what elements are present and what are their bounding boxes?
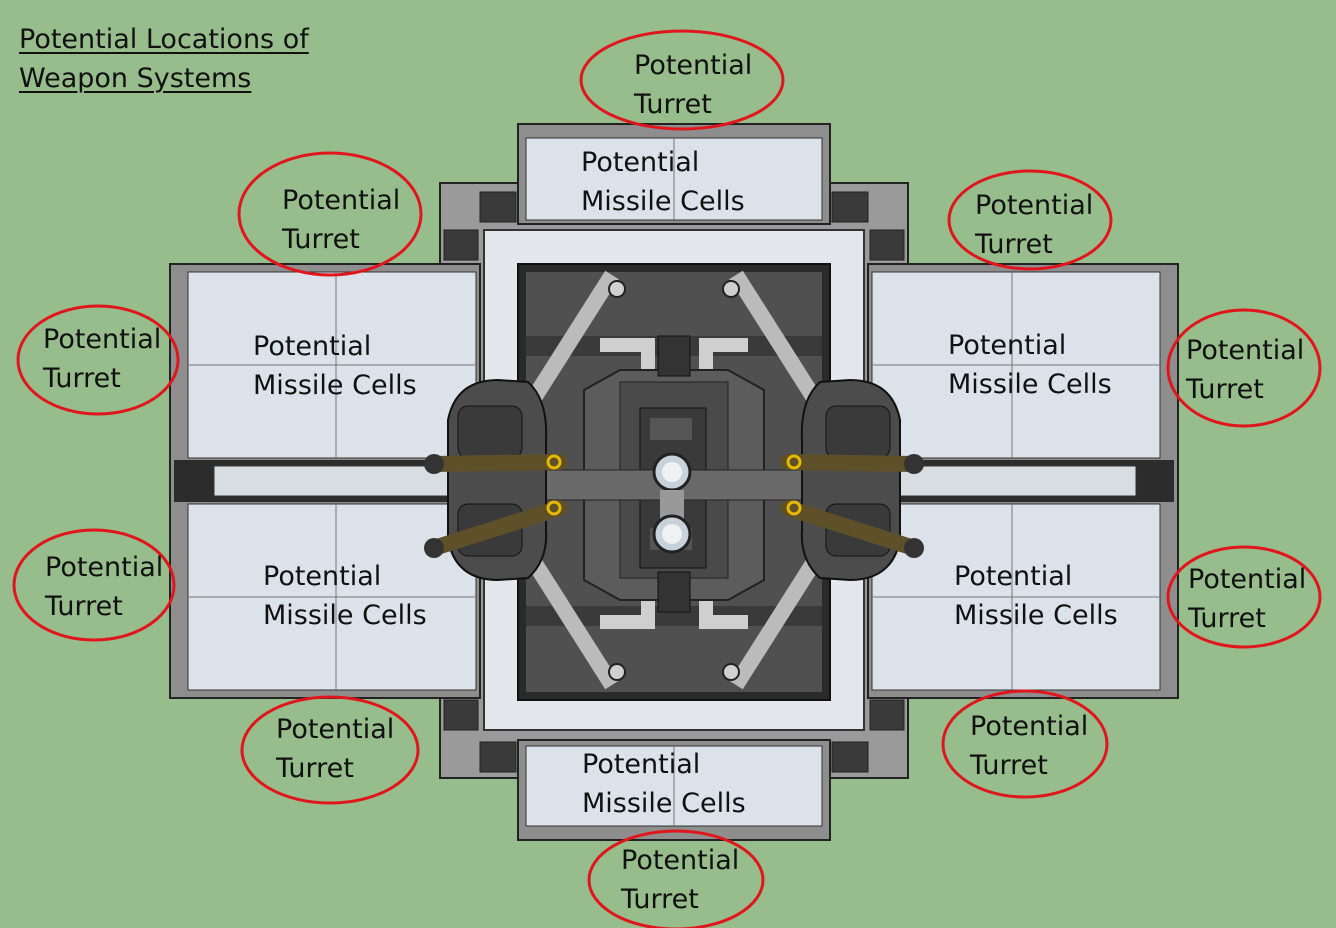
turret-marker-left-upper (16, 304, 180, 416)
turret-label-line2: Turret (621, 884, 699, 915)
missile-label-line1: Potential (253, 331, 372, 362)
turret-marker-lower-left (240, 695, 420, 805)
turret-label-line1: Potential (634, 50, 753, 81)
turret-label-line2: Turret (1186, 374, 1264, 405)
turret-label-upper-left: Potential Turret (282, 181, 400, 259)
missile-label-left-lower: Potential Missile Cells (263, 557, 427, 635)
turret-label-right-upper: Potential Turret (1186, 331, 1304, 409)
missile-label-right-lower: Potential Missile Cells (954, 557, 1118, 635)
missile-label-line1: Potential (582, 749, 701, 780)
turret-marker-right-upper (1166, 308, 1322, 428)
turret-label-line1: Potential (276, 714, 395, 745)
missile-label-line1: Potential (948, 330, 1067, 361)
missile-label-top: Potential Missile Cells (581, 143, 745, 221)
turret-label-line1: Potential (1188, 564, 1307, 595)
turret-marker-upper-left (237, 151, 423, 277)
missile-label-line2: Missile Cells (948, 369, 1112, 400)
turret-label-top: Potential Turret (634, 46, 752, 124)
turret-label-line1: Potential (282, 185, 401, 216)
engine-pods (424, 378, 924, 582)
turret-label-line2: Turret (1188, 603, 1266, 634)
turret-marker-lower-right (941, 689, 1109, 799)
missile-label-line2: Missile Cells (954, 600, 1118, 631)
turret-label-line1: Potential (621, 845, 740, 876)
turret-label-line2: Turret (634, 89, 712, 120)
turret-label-line2: Turret (43, 363, 121, 394)
engine-bay (483, 229, 865, 731)
missile-label-line1: Potential (263, 561, 382, 592)
turret-label-right-lower: Potential Turret (1188, 560, 1306, 638)
turret-label-line2: Turret (45, 591, 123, 622)
turret-label-left-upper: Potential Turret (43, 320, 161, 398)
missile-label-line2: Missile Cells (582, 788, 746, 819)
diagram-title-line1: Potential Locations of (19, 24, 309, 55)
missile-label-line1: Potential (954, 561, 1073, 592)
missile-label-right-upper: Potential Missile Cells (948, 326, 1112, 404)
turret-marker-right-lower (1166, 545, 1322, 649)
turret-label-line1: Potential (975, 190, 1094, 221)
diagram-title-line2: Weapon Systems (19, 63, 252, 94)
turret-label-line2: Turret (975, 229, 1053, 260)
turret-label-bottom: Potential Turret (621, 841, 739, 919)
turret-marker-left-lower (12, 528, 176, 642)
turret-label-lower-right: Potential Turret (970, 707, 1088, 785)
turret-markers (12, 29, 1322, 928)
missile-label-bottom: Potential Missile Cells (582, 745, 746, 823)
turret-label-line1: Potential (970, 711, 1089, 742)
missile-label-line2: Missile Cells (253, 370, 417, 401)
turret-marker-top (579, 29, 785, 131)
turret-label-line1: Potential (1186, 335, 1305, 366)
missile-label-line1: Potential (581, 147, 700, 178)
turret-label-upper-right: Potential Turret (975, 186, 1093, 264)
turret-label-line2: Turret (970, 750, 1048, 781)
turret-marker-upper-right (947, 169, 1113, 271)
turret-label-line2: Turret (276, 753, 354, 784)
missile-label-left-upper: Potential Missile Cells (253, 327, 417, 405)
turret-label-line1: Potential (45, 552, 164, 583)
turret-label-lower-left: Potential Turret (276, 710, 394, 788)
missile-label-line2: Missile Cells (263, 600, 427, 631)
diagram-title: Potential Locations of Weapon Systems (19, 20, 309, 98)
turret-marker-bottom (587, 829, 765, 928)
turret-label-left-lower: Potential Turret (45, 548, 163, 626)
missile-label-line2: Missile Cells (581, 186, 745, 217)
turret-label-line1: Potential (43, 324, 162, 355)
missile-cell-panels (187, 137, 1161, 827)
turret-label-line2: Turret (282, 224, 360, 255)
